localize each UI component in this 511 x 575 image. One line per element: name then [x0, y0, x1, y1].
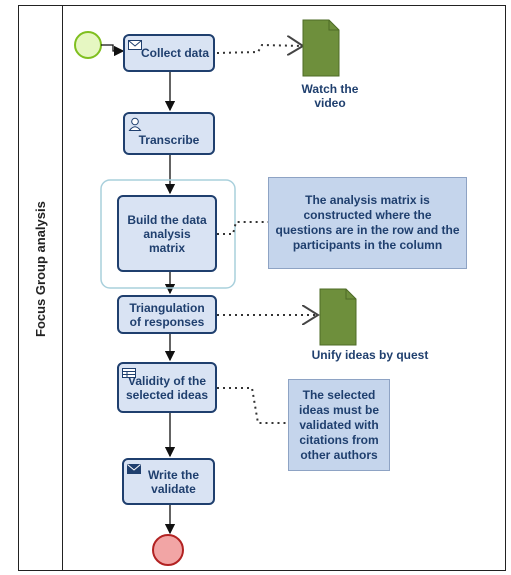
table-icon [122, 367, 136, 381]
start-event[interactable] [74, 31, 102, 59]
pool [18, 5, 506, 571]
user-icon [128, 117, 142, 134]
document-label-video: Watch the video [301, 82, 359, 110]
task-transcribe[interactable]: Transcribe [123, 112, 215, 155]
association-video [216, 45, 303, 53]
lane-divider [62, 5, 63, 571]
association-validity-note [217, 387, 288, 424]
task-write-validate[interactable]: Write the validate [122, 458, 215, 505]
task-group [100, 179, 236, 289]
end-event[interactable] [152, 534, 184, 566]
annotation-validity: The selected ideas must be validated wit… [288, 379, 390, 471]
envelope-filled-icon [127, 463, 141, 477]
flow-start-collect [101, 44, 125, 57]
annotation-matrix: The analysis matrix is constructed where… [268, 177, 467, 269]
document-icon-unify [319, 288, 357, 346]
task-validity[interactable]: Validity of the selected ideas [117, 362, 217, 413]
task-build-matrix[interactable]: Build the data analysis matrix [117, 195, 217, 272]
task-collect-data[interactable]: Collect data [123, 34, 215, 72]
document-label-unify: Unify ideas by quest [311, 348, 429, 362]
task-triangulation[interactable]: Triangulation of responses [117, 295, 217, 334]
envelope-icon [128, 39, 142, 53]
association-matrix-note [217, 221, 268, 235]
document-icon-video [302, 19, 340, 77]
